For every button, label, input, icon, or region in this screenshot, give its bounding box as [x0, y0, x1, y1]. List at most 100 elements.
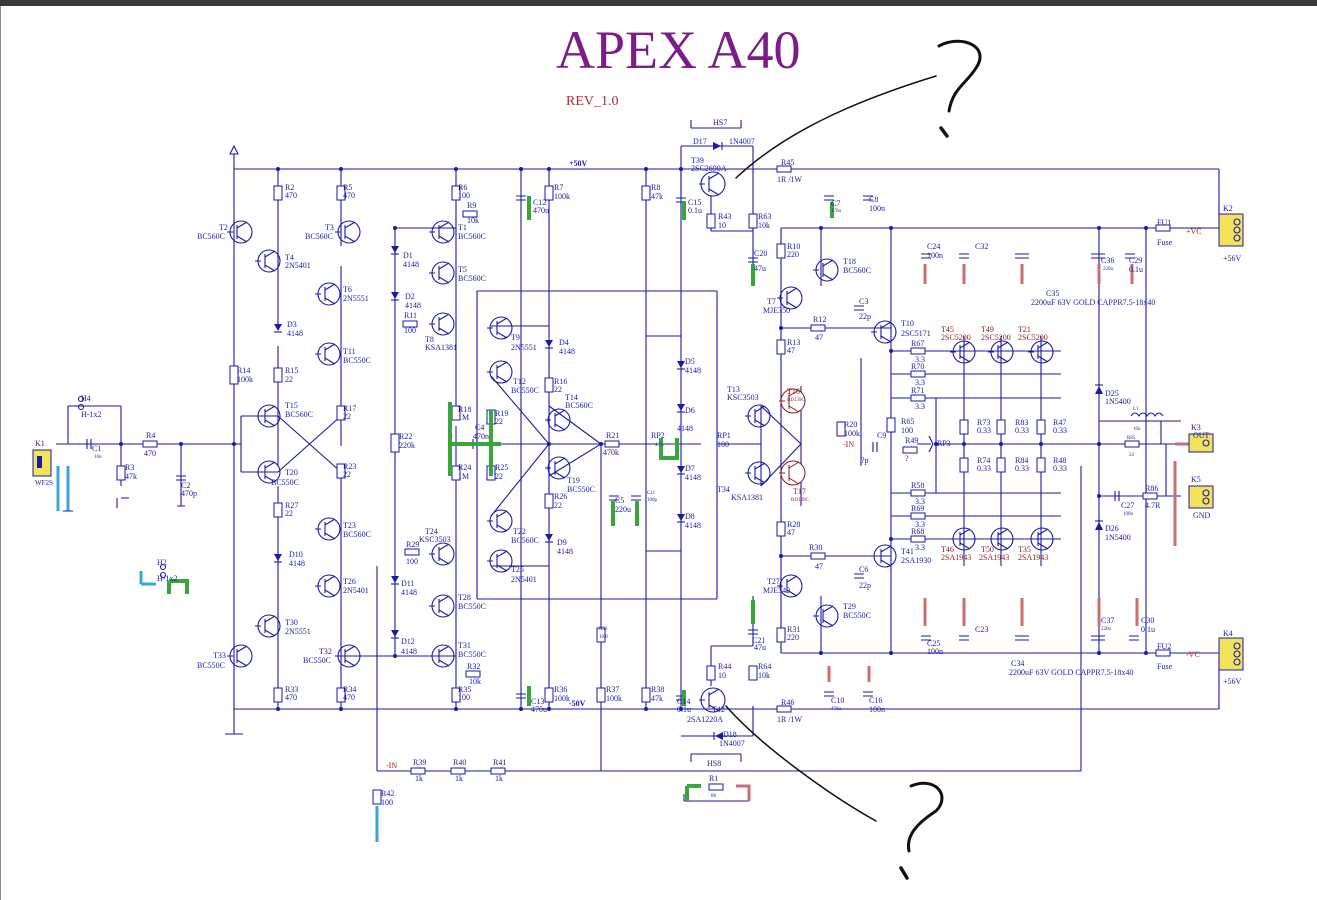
label-r6-ref: R6 — [458, 183, 467, 192]
label-r17-ref: R17 — [343, 404, 356, 413]
label-r4-ref: R4 — [146, 431, 155, 440]
label-r85-ref: R85 — [1127, 436, 1136, 441]
label-r65-ref: R65 — [901, 417, 914, 426]
transistor-t28 — [429, 594, 455, 618]
label-t11-part: BC550C — [343, 356, 371, 365]
label-t11-ref: T11 — [343, 347, 356, 356]
label-r49-val: ? — [905, 454, 909, 463]
transistor-t34 — [745, 461, 771, 485]
rail-pos-label: +50V — [569, 159, 588, 168]
transistor-t6 — [315, 282, 341, 306]
label-t20-part: BC550C — [271, 478, 299, 487]
label-r48-ref: R48 — [1053, 456, 1066, 465]
label-r58-ref: R58 — [911, 481, 924, 490]
label-r63-ref: R63 — [758, 212, 771, 221]
label-c34-ref: C34 — [1011, 659, 1024, 668]
label-fu1-val: Fuse — [1157, 238, 1173, 247]
label-r29-ref: R29 — [406, 540, 419, 549]
label-r67-ref: R67 — [911, 339, 924, 348]
label-hs7: HS7 — [713, 118, 727, 127]
label-c35-ref: C35 — [1046, 289, 1059, 298]
label-d1-ref: D1 — [403, 251, 413, 260]
ground-symbols — [63, 496, 243, 735]
net-vc-pos: +VC — [1186, 227, 1202, 236]
label-r15-ref: R15 — [285, 366, 298, 375]
label-r43-val: 10 — [718, 221, 726, 230]
transistor-t21 — [1028, 340, 1054, 364]
label-r46-ref: R46 — [781, 698, 794, 707]
net-in-2: -IN — [843, 440, 854, 449]
label-r10-val: 220 — [787, 250, 799, 259]
label-r20-ref: R20 — [844, 420, 857, 429]
label-r14-ref: R14 — [237, 366, 250, 375]
label-t30-ref: T30 — [285, 618, 298, 627]
label-r71-ref: R71 — [911, 386, 924, 395]
label-c30-val: 0.1u — [1141, 625, 1155, 634]
label-k1: K1 — [35, 439, 45, 448]
transistor-t12 — [487, 360, 513, 384]
label-r8-ref: R8 — [651, 183, 660, 192]
transistor-t39 — [699, 171, 726, 197]
label-t46-ref: T46 — [941, 545, 954, 554]
label-r86-ref: R86 — [1145, 484, 1158, 493]
transistor-t22 — [487, 509, 513, 533]
transistor-t27 — [777, 574, 803, 598]
label-r25-val: 22 — [495, 472, 503, 481]
label-t26-part: 2N5401 — [343, 586, 369, 595]
label-r43-ref: R43 — [718, 212, 731, 221]
label-d7-val: 4148 — [685, 473, 701, 482]
transistor-t23 — [315, 517, 341, 541]
label-r47-ref: R47 — [1053, 418, 1066, 427]
label-r35-ref: R35 — [458, 685, 471, 694]
transistor-t7 — [777, 286, 803, 310]
label-r71-val: 3.3 — [915, 402, 925, 411]
label-c7-val: 470u — [831, 209, 842, 214]
label-c14-val: 0.1u — [677, 705, 691, 714]
label-t30-part: 2N5551 — [285, 627, 311, 636]
label-r3-ref: R3 — [125, 463, 134, 472]
label-t28-ref: T28 — [458, 593, 471, 602]
output-stage-wiring — [891, 336, 1181, 566]
label-t31-part: BC550C — [458, 650, 486, 659]
label-t10-part: 2SC5171 — [901, 329, 931, 338]
label-r68-ref: R68 — [911, 527, 924, 536]
label-k5: K5 — [1191, 475, 1201, 484]
label-r10-ref: R10 — [787, 242, 800, 251]
label-k4-voltage: +56V — [1223, 677, 1242, 686]
label-k5-gnd: GND — [1193, 511, 1211, 520]
label-t23-part: BC560C — [343, 530, 371, 539]
label-r48-val: 0.33 — [1053, 464, 1067, 473]
label-t34-ref: T34 — [717, 485, 730, 494]
label-c5-val: 220u — [615, 505, 631, 514]
label-d10-val: 4148 — [289, 559, 305, 568]
label-l1-ref: L1 — [1133, 407, 1139, 412]
label-t35-ref: T35 — [1018, 545, 1031, 554]
label-h2-type: H-1x2 — [157, 574, 177, 583]
connectors — [32, 213, 1244, 671]
label-d2-val: 4148 — [405, 301, 421, 310]
label-t33-ref: T33 — [213, 651, 226, 660]
transistor-t4 — [255, 249, 281, 273]
label-r42-ref: R42 — [381, 789, 394, 798]
label-t45-part: 2SC5200 — [941, 333, 971, 342]
label-r3-val: 47k — [125, 472, 137, 481]
label-l1-val: 10u — [1133, 427, 1141, 432]
label-t8-ref: T8 — [425, 335, 434, 344]
label-t2-part: BC560C — [197, 232, 225, 241]
label-r58-val: 3.3 — [915, 497, 925, 506]
label-c4-val: 470n — [473, 432, 489, 441]
label-c30-ref: C30 — [1141, 616, 1154, 625]
label-c24-val: 100n — [927, 251, 943, 260]
label-rp2-val: 4.7k — [655, 443, 664, 448]
label-r26-val: 22 — [554, 501, 562, 510]
label-t35-part: 2SA1943 — [1018, 553, 1048, 562]
transistor-t14 — [545, 408, 571, 432]
label-r33-val: 470 — [285, 693, 297, 702]
transistor-t2 — [227, 220, 253, 244]
label-c3-ref: C3 — [859, 297, 868, 306]
label-r8-val: 47k — [651, 192, 663, 201]
label-d3-ref: D3 — [287, 320, 297, 329]
transistor-t11 — [315, 342, 341, 366]
